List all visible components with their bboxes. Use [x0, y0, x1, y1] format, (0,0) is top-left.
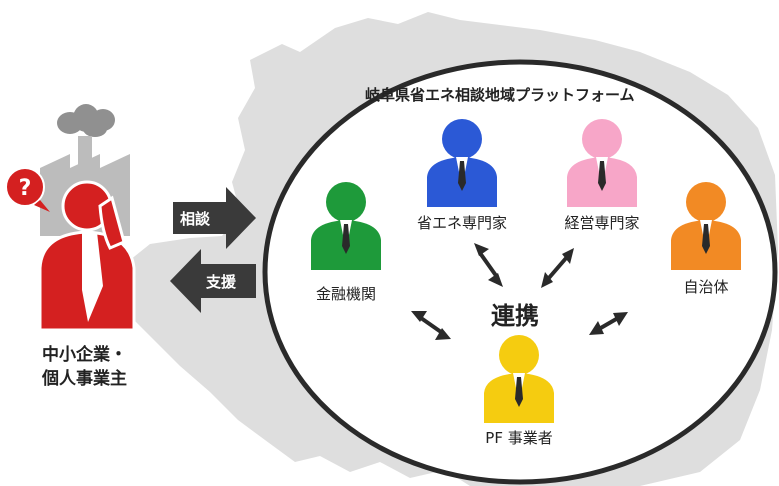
- finance-label: 金融機関: [315, 285, 377, 303]
- arrow-to-finance: [411, 311, 451, 340]
- finance-person-icon: [311, 182, 381, 270]
- energy-expert-person-icon: [427, 119, 497, 207]
- support-label: 支援: [206, 273, 237, 291]
- arrow-to-municipality: [589, 312, 628, 335]
- arrow-to-energy-expert: [474, 243, 503, 287]
- energy-expert-label: 省エネ専門家: [416, 214, 508, 232]
- consult-label: 相談: [180, 210, 211, 228]
- platform-title: 岐阜県省エネ相談地域プラットフォーム: [365, 86, 635, 104]
- question-badge-icon: ?: [5, 167, 50, 212]
- platform-circle: [262, 59, 778, 485]
- pf-operator-person-icon: [484, 335, 554, 423]
- support-arrow: [170, 249, 256, 313]
- municipality-label: 自治体: [683, 278, 729, 296]
- client-person-icon: [38, 180, 136, 332]
- management-expert-label: 経営専門家: [564, 214, 640, 232]
- svg-text:?: ?: [19, 176, 32, 201]
- collaboration-label: 連携: [491, 302, 539, 330]
- management-expert-person-icon: [567, 119, 637, 207]
- consult-arrow: [173, 187, 256, 249]
- smoke-icon: [57, 104, 115, 137]
- business-label-line1: 中小企業・: [42, 345, 127, 365]
- collaboration-arrows: [411, 243, 628, 340]
- municipality-person-icon: [671, 182, 741, 270]
- arrow-to-management-expert: [541, 248, 574, 288]
- pf-operator-label: PF 事業者: [485, 429, 553, 447]
- business-label-line2: 個人事業主: [42, 369, 127, 389]
